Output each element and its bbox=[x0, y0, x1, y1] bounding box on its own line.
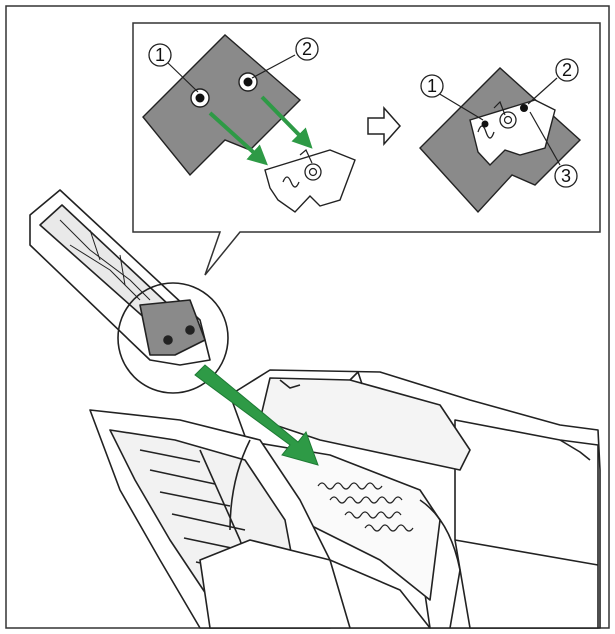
svg-text:1: 1 bbox=[427, 76, 437, 96]
callout-3-right: 3 bbox=[554, 164, 578, 188]
green-arrow-icon bbox=[208, 111, 268, 166]
left-detail bbox=[142, 34, 356, 213]
roller-module bbox=[29, 189, 211, 366]
hollow-right-arrow-icon bbox=[367, 106, 402, 146]
right-detail bbox=[419, 67, 582, 214]
svg-text:2: 2 bbox=[302, 39, 312, 59]
callout-2-right: 2 bbox=[555, 58, 579, 82]
callout-1-right: 1 bbox=[420, 74, 444, 98]
callout-1-left: 1 bbox=[148, 43, 172, 67]
install-arrow bbox=[194, 364, 319, 466]
svg-text:1: 1 bbox=[155, 45, 165, 65]
green-arrow-icon bbox=[260, 95, 313, 149]
scanner-device bbox=[89, 369, 601, 629]
callout-2-left: 2 bbox=[295, 37, 319, 61]
svg-text:3: 3 bbox=[561, 166, 571, 186]
magnifier-circle bbox=[117, 282, 229, 394]
svg-text:2: 2 bbox=[562, 60, 572, 80]
